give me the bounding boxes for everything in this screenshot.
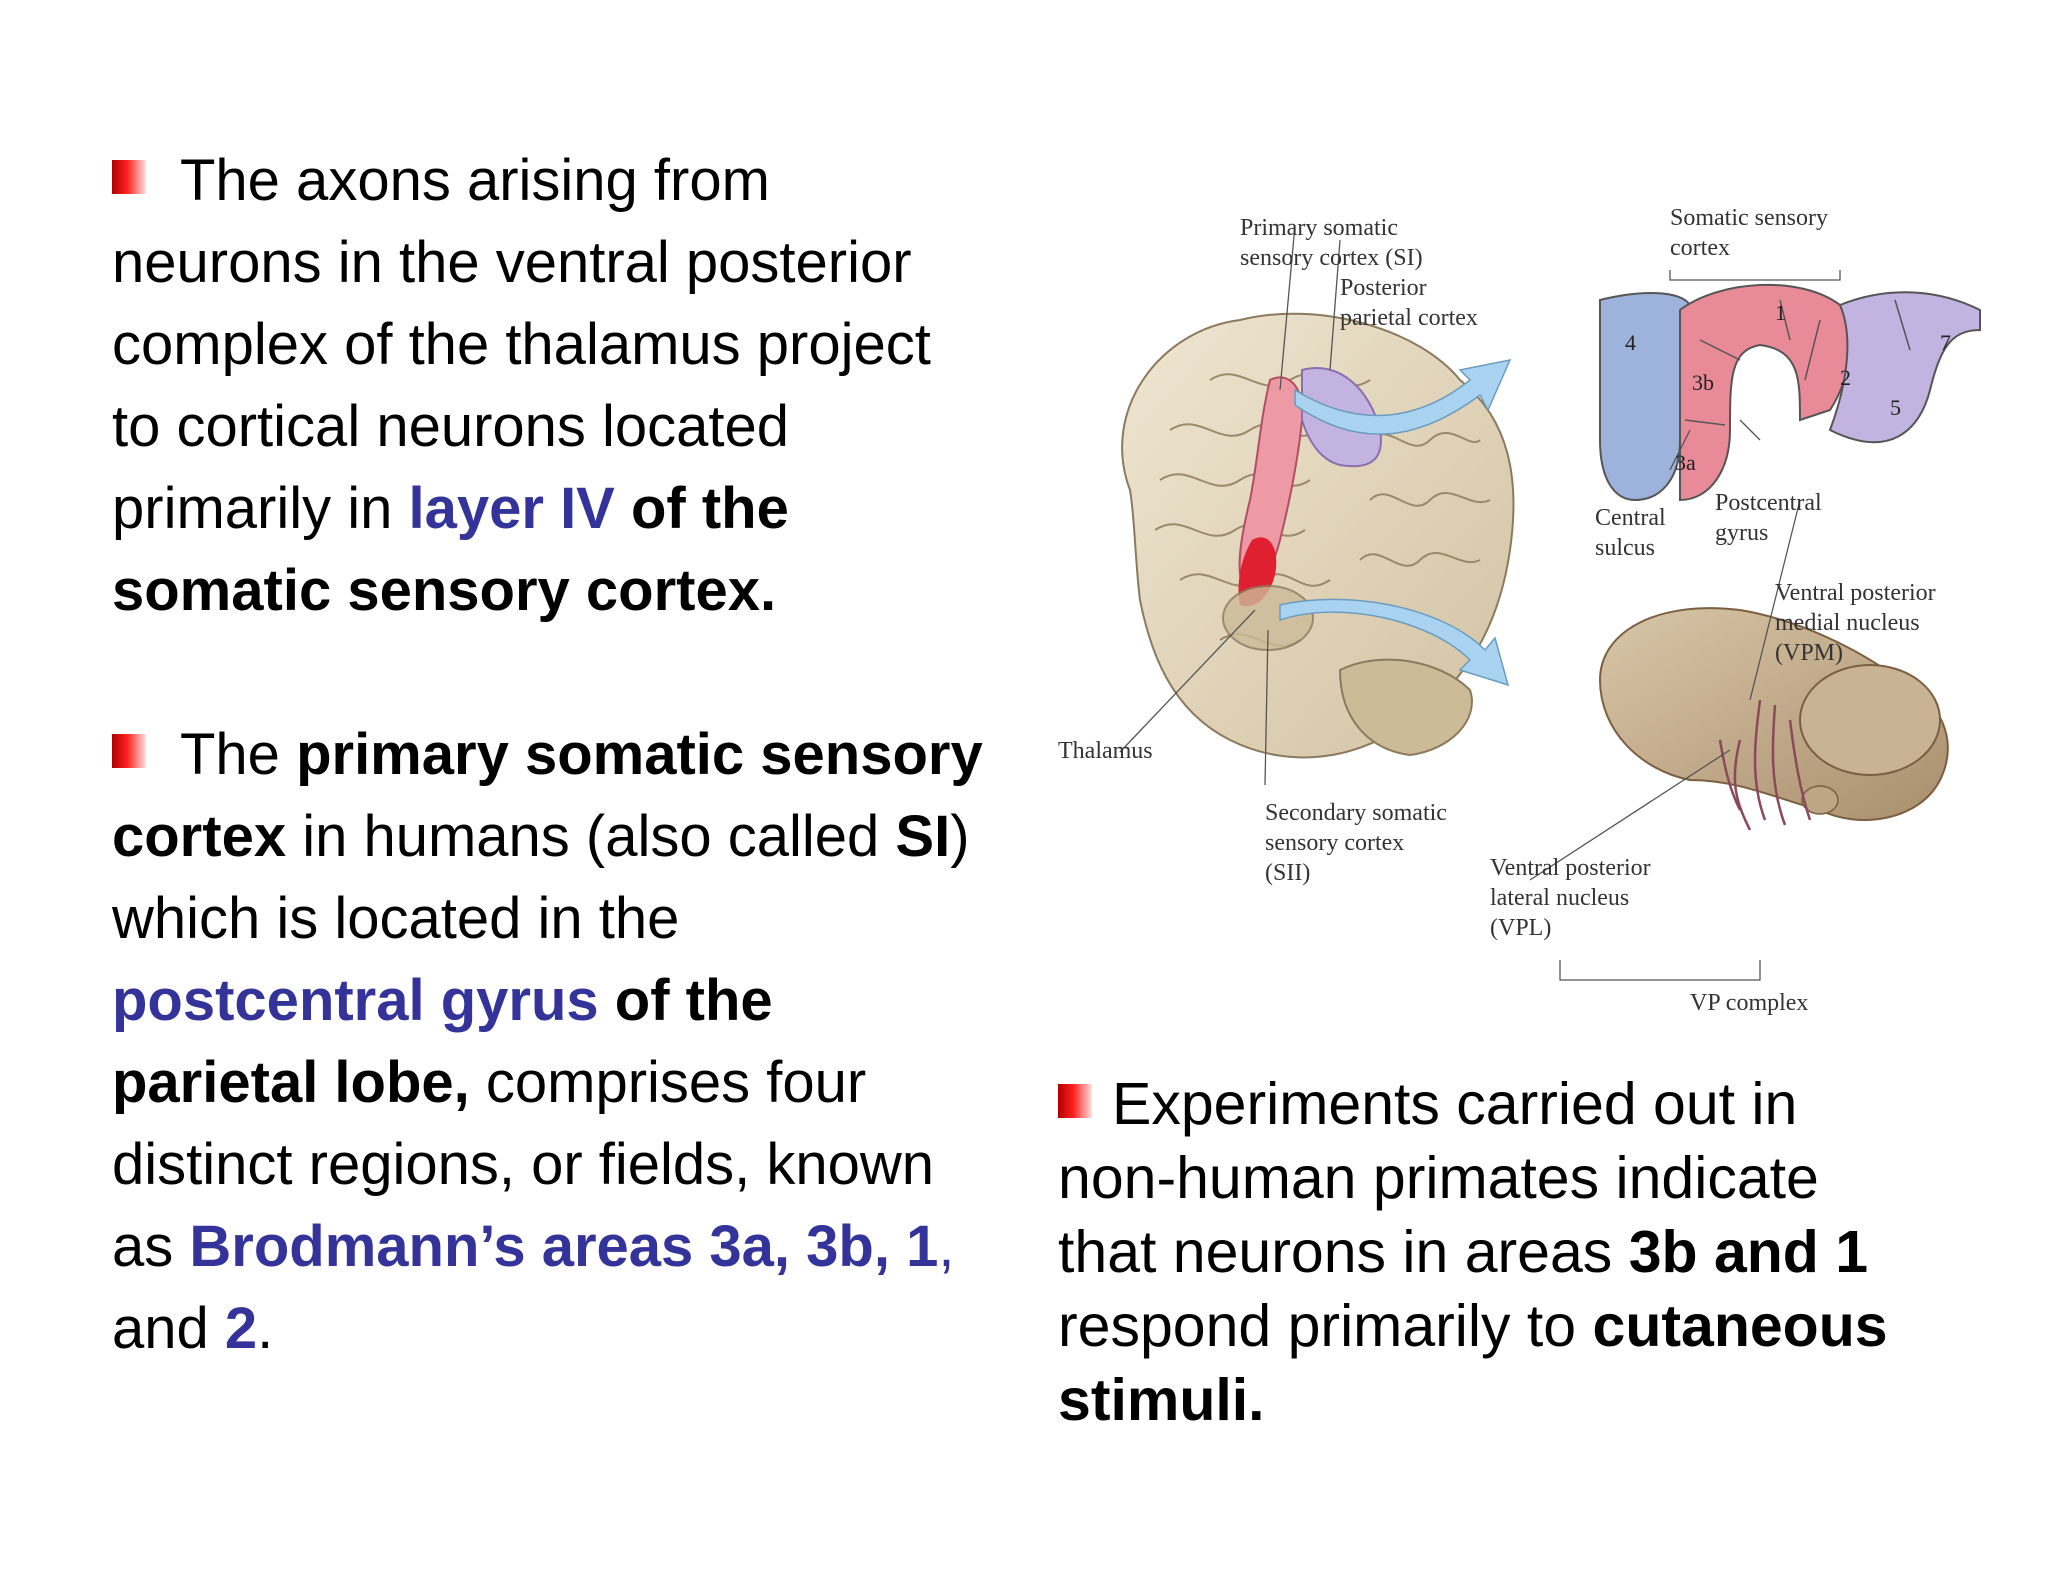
line-8: and 2.	[112, 1296, 274, 1361]
line-4: respond primarily to cutaneous	[1058, 1293, 1888, 1359]
line-5: primarily in layer IV of the	[112, 476, 789, 541]
line-3: complex of the thalamus project	[112, 312, 931, 377]
paragraph-primary-cortex: The primary somatic sensory cortex in hu…	[112, 714, 1027, 1370]
line-2: neurons in the ventral posterior	[112, 230, 912, 295]
label-area-4: 4	[1625, 330, 1636, 355]
label-primary-2: sensory cortex (SI)	[1240, 245, 1423, 271]
layer-iv-emphasis: layer IV	[408, 476, 615, 541]
paragraph-thalamic-projection: The axons arising from neurons in the ve…	[112, 140, 1012, 632]
label-area-1: 1	[1775, 300, 1786, 325]
brain-illustration	[1121, 312, 1515, 759]
line-4: postcentral gyrus of the	[112, 968, 773, 1033]
line-3: that neurons in areas 3b and 1	[1058, 1219, 1869, 1285]
red-bullet-icon	[112, 734, 146, 768]
arrow-to-thalamus-icon	[1279, 598, 1510, 687]
line-7: as Brodmann’s areas 3a, 3b, 1,	[112, 1214, 955, 1279]
vp-fibers	[1718, 699, 1812, 831]
label-vpm-1: Ventral posterior	[1775, 580, 1936, 606]
areas-3b-1-2-region	[1679, 283, 1852, 502]
label-secondary-3: (SII)	[1265, 860, 1310, 886]
line-2: non-human primates indicate	[1058, 1145, 1819, 1211]
label-posterior-1: Posterior	[1340, 275, 1427, 301]
line-2: cortex in humans (also called SI)	[112, 804, 970, 869]
red-bullet-icon	[112, 160, 146, 194]
label-thalamus: Thalamus	[1058, 738, 1153, 764]
line-1: Experiments carried out in	[1058, 1067, 2018, 1141]
label-area-3b: 3b	[1692, 370, 1714, 395]
line-5: parietal lobe, comprises four	[112, 1050, 867, 1115]
line-6: distinct regions, or fields, known	[112, 1132, 935, 1197]
cortex-cross-section	[1599, 283, 1981, 502]
label-central-1: Central	[1595, 505, 1666, 531]
line-3: which is located in the	[112, 886, 680, 951]
line-4: to cortical neurons located	[112, 394, 790, 459]
label-posterior-2: parietal cortex	[1340, 305, 1478, 331]
label-vpm-3: (VPM)	[1775, 640, 1843, 666]
label-primary-1: Primary somatic	[1240, 215, 1398, 241]
label-central-2: sulcus	[1595, 535, 1655, 561]
postcentral-gyrus-emphasis: postcentral gyrus	[112, 968, 599, 1033]
arrow-to-cortex-icon	[1294, 358, 1512, 435]
label-area-2: 2	[1840, 365, 1851, 390]
label-vpl-2: lateral nucleus	[1490, 885, 1629, 911]
label-area-7: 7	[1940, 330, 1951, 355]
label-secondary-2: sensory cortex	[1265, 830, 1404, 856]
red-bullet-icon	[1058, 1084, 1092, 1118]
label-vpm-2: medial nucleus	[1775, 610, 1920, 636]
label-somatic-1: Somatic sensory	[1670, 205, 1828, 231]
paragraph-experiments: Experiments carried out in non-human pri…	[1058, 1067, 2018, 1437]
label-vpl-3: (VPL)	[1490, 915, 1551, 941]
brodmann-areas-emphasis: Brodmann’s areas 3a, 3b, 1	[189, 1214, 939, 1279]
line-1: The primary somatic sensory	[112, 714, 1027, 796]
label-somatic-2: cortex	[1670, 235, 1730, 261]
line-6: somatic sensory cortex.	[112, 558, 777, 623]
line-1: The axons arising from	[112, 140, 1012, 222]
label-area-3a: 3a	[1675, 450, 1696, 475]
label-area-5: 5	[1890, 395, 1901, 420]
label-postcentral-2: gyrus	[1715, 520, 1768, 546]
thalamus-cutaway	[1598, 607, 1949, 831]
label-vpl-1: Ventral posterior	[1490, 855, 1651, 881]
label-secondary-1: Secondary somatic	[1265, 800, 1447, 826]
areas-5-7-region	[1828, 291, 1981, 444]
cerebellum	[1338, 658, 1473, 757]
label-vp-complex: VP complex	[1690, 990, 1808, 1016]
line-5: stimuli.	[1058, 1367, 1265, 1433]
label-postcentral-1: Postcentral	[1715, 490, 1822, 516]
somatosensory-figure: Primary somatic sensory cortex (SI) Post…	[1058, 205, 1981, 1016]
